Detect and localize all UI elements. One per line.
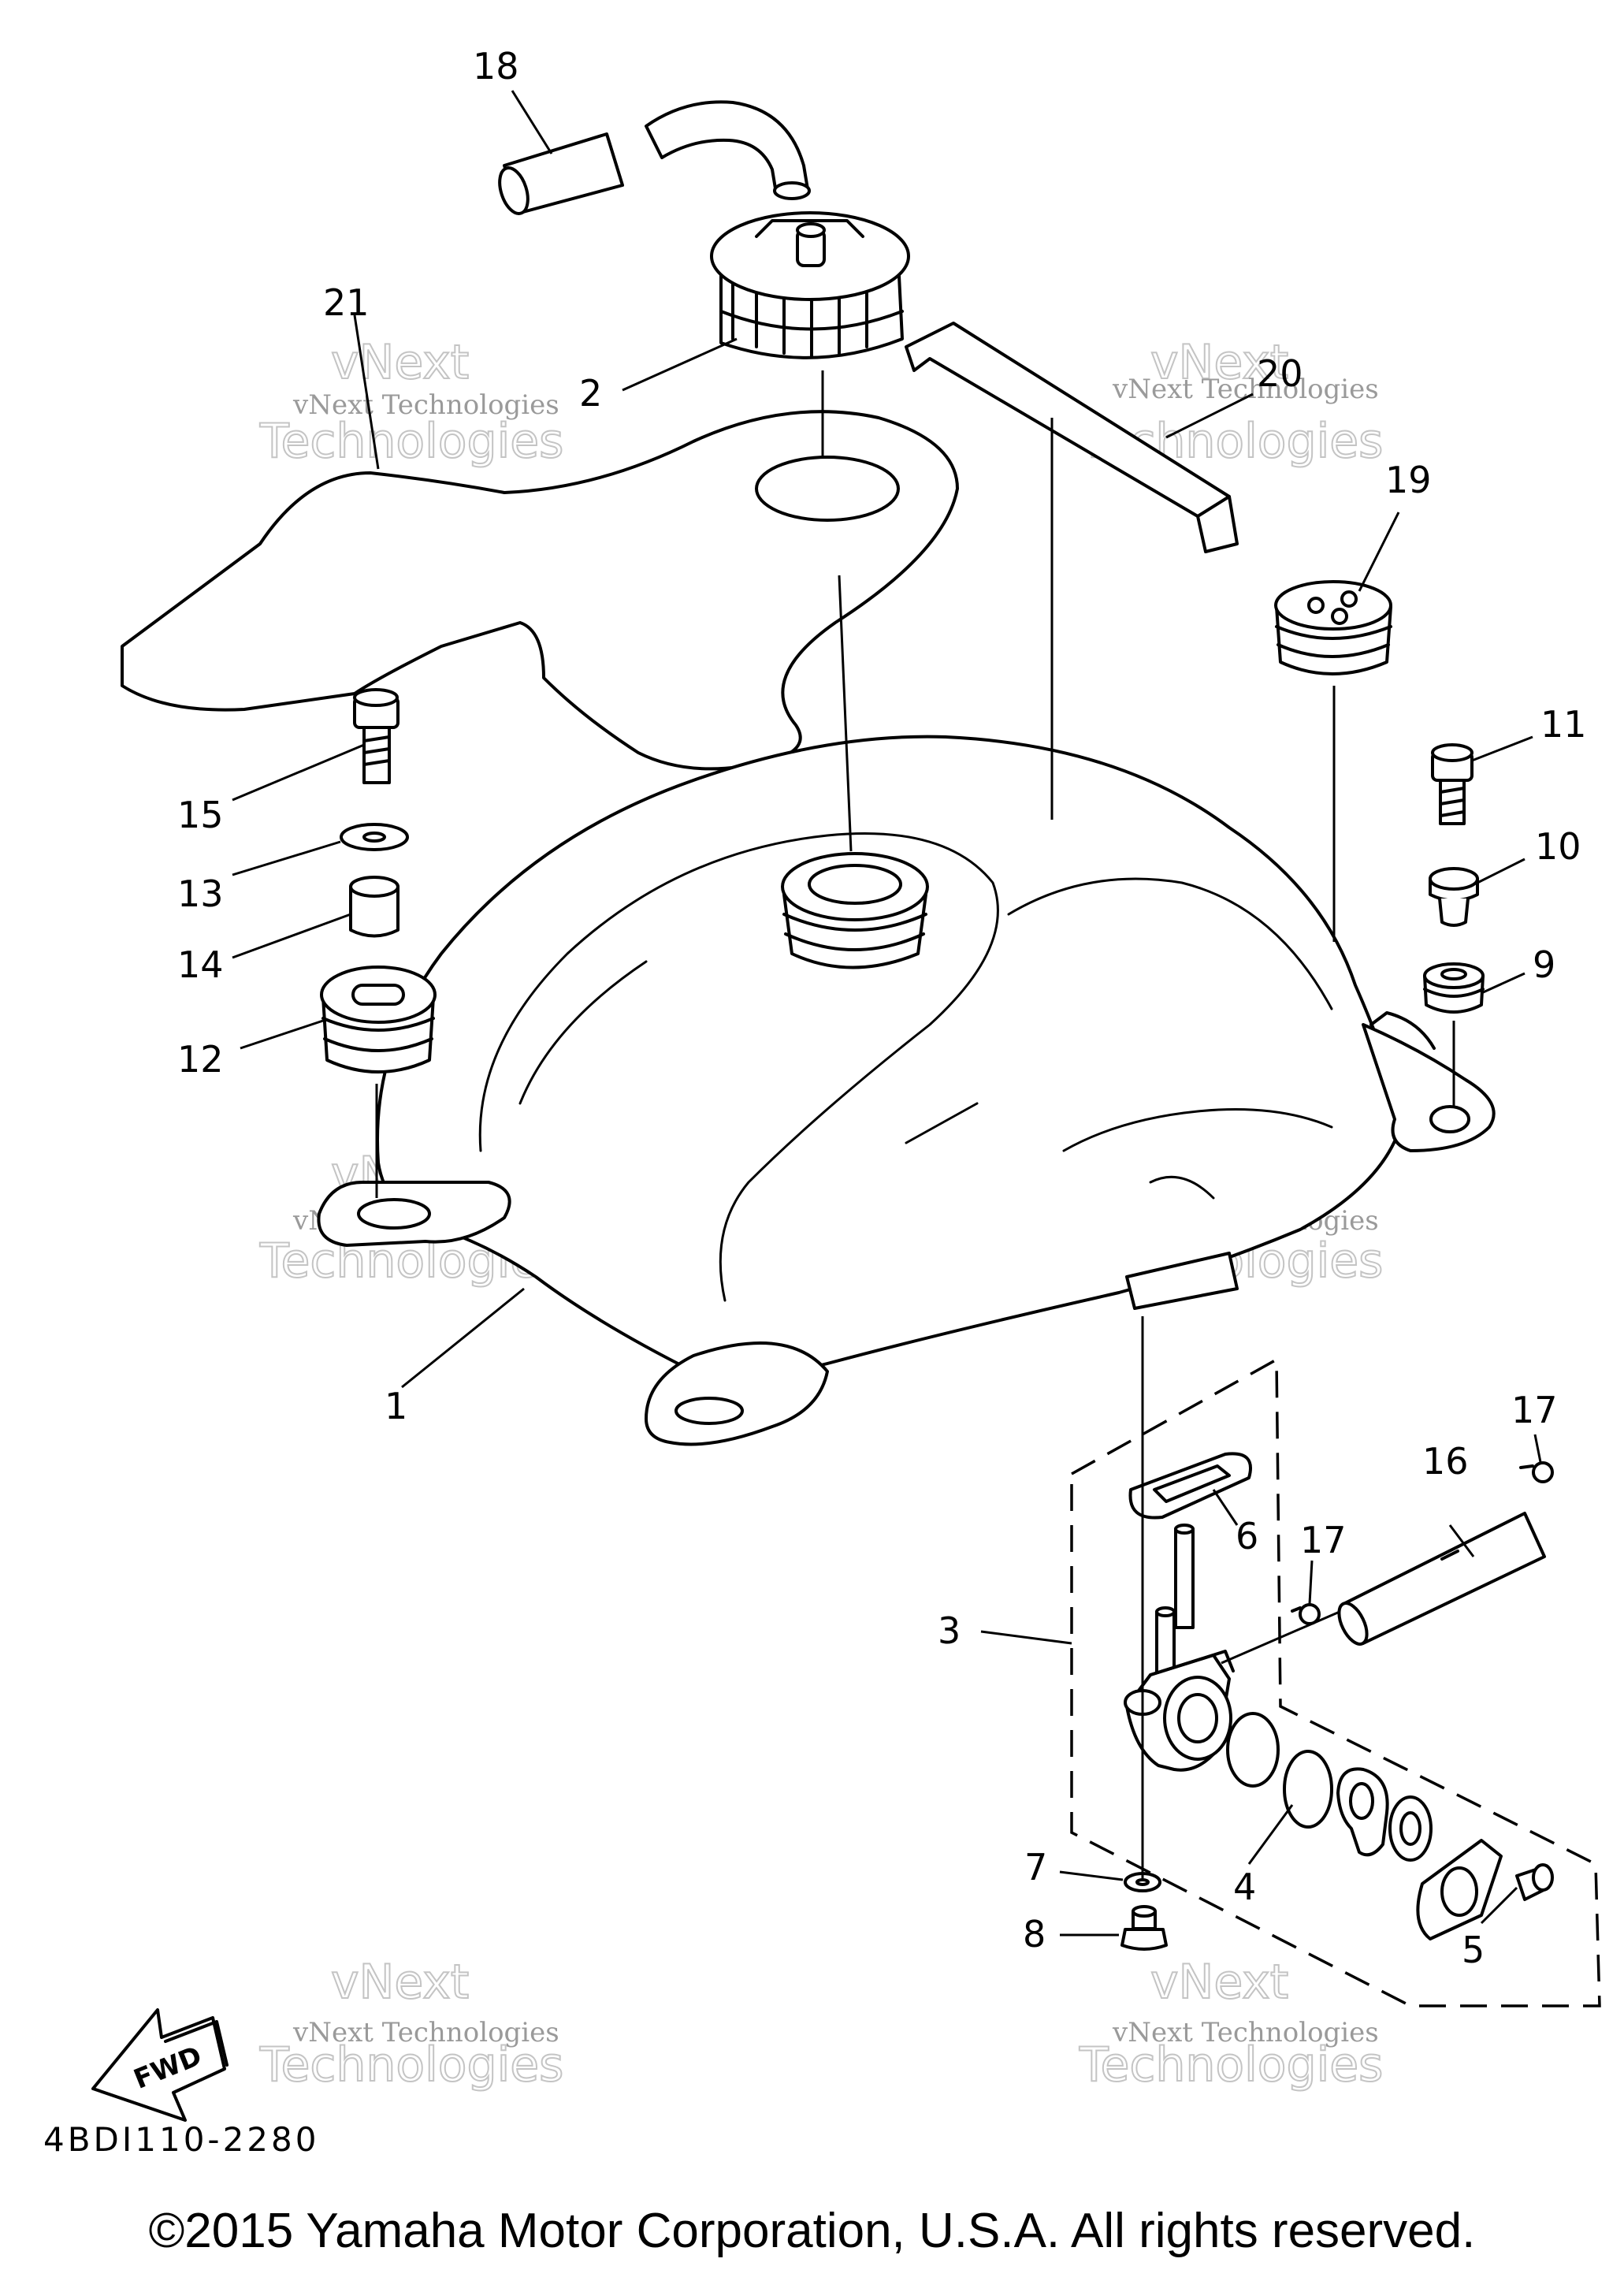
callout-9: 9 [1533,943,1555,986]
leader-20 [1165,393,1254,439]
svg-text:vNext: vNext [1150,1955,1288,2010]
callout-10: 10 [1535,825,1581,868]
leader-9 [1481,972,1526,995]
grommet-9 [1423,962,1485,1014]
axis-cap-to-tank-2 [838,575,853,852]
callout-1: 1 [385,1385,407,1427]
callout-3: 3 [938,1609,961,1652]
grommet-12 [320,966,437,1073]
callout-5: 5 [1462,1929,1485,1971]
svg-text:Technologies: Technologies [259,2037,563,2093]
svg-text:vNext Technologies: vNext Technologies [292,389,559,421]
callout-7: 7 [1024,1846,1047,1888]
collar-14 [349,876,399,938]
callout-11: 11 [1540,703,1587,746]
callout-14: 14 [177,943,224,986]
leader-19 [1358,512,1400,592]
leader-10 [1477,858,1526,884]
watermark-bottom-left: Technologies vNext vNext Technologies [258,1954,564,2093]
leader-1 [401,1287,525,1389]
callout-6: 6 [1236,1515,1258,1557]
leader-17b [1308,1560,1314,1605]
callout-17b: 17 [1300,1519,1347,1561]
forward-arrow: FWD [91,2008,229,2122]
leader-2 [622,337,738,392]
watermark-bottom-right: Technologies vNext vNext Technologies [1078,1954,1384,2093]
svg-text:vNext Technologies: vNext Technologies [1112,2017,1379,2048]
leader-4 [1247,1804,1294,1865]
svg-text:Technologies: Technologies [1079,2037,1383,2093]
svg-text:vNext: vNext [331,1955,469,2010]
svg-text:vNext Technologies: vNext Technologies [292,2017,559,2048]
hose-clip-17a [1519,1461,1554,1483]
callout-8: 8 [1023,1913,1046,1955]
svg-text:vNext: vNext [331,335,469,390]
callout-15: 15 [177,794,224,836]
leader-5 [1480,1886,1518,1925]
screw-5 [1515,1863,1554,1901]
leader-6 [1212,1489,1239,1526]
svg-text:vNext: vNext [1150,335,1288,390]
leader-7 [1059,1870,1124,1881]
gasket-6 [1128,1452,1252,1520]
washer-13 [340,823,409,851]
leader-15 [232,743,365,802]
callout-17a: 17 [1511,1389,1558,1431]
grommet-19 [1274,580,1392,675]
hose-clip-17b [1291,1603,1321,1625]
drain-bolt-8 [1120,1905,1168,1951]
callout-12: 12 [177,1038,224,1081]
callout-16: 16 [1422,1440,1469,1483]
tank-pad [121,410,959,771]
fuel-hose-16 [1337,1512,1546,1646]
leader-18 [511,90,553,154]
callout-18: 18 [473,45,519,87]
bolt-11 [1431,743,1473,825]
fuel-cock [1124,1524,1235,1772]
callout-21: 21 [323,281,370,324]
leader-14 [232,913,351,959]
leader-11 [1471,735,1533,762]
leader-3 [980,1630,1072,1645]
leader-21 [353,314,380,470]
callout-4: 4 [1233,1866,1256,1908]
washer-7 [1124,1872,1161,1892]
fuel-cock-assembly-boundary [1070,1357,1601,2007]
axis-hose [1221,1610,1340,1665]
fuel-cap [710,211,910,359]
tank-protector-strip [905,322,1239,553]
callout-19: 19 [1385,459,1432,501]
copyright-notice: ©2015 Yamaha Motor Corporation, U.S.A. A… [148,2204,1476,2258]
collar-10 [1429,867,1479,927]
watermark-top-left: Technologies vNext vNext Technologies [258,334,564,470]
svg-text:Technologies: Technologies [259,414,563,469]
leader-12 [240,1019,324,1050]
breather-hose [498,100,811,215]
leader-16 [1448,1524,1475,1557]
diagram-code: 4BDI110-2280 [43,2120,320,2159]
callout-20: 20 [1257,352,1303,395]
leader-13 [232,840,341,876]
fuel-cock-lever-set [1226,1712,1433,1862]
svg-text:vNext Technologies: vNext Technologies [1112,374,1379,405]
callout-2: 2 [579,372,602,415]
fuel-tank [317,735,1496,1446]
callout-13: 13 [177,873,224,915]
cover-plate [1416,1839,1503,1940]
bolt-15 [353,688,399,784]
leader-17a [1533,1434,1542,1463]
